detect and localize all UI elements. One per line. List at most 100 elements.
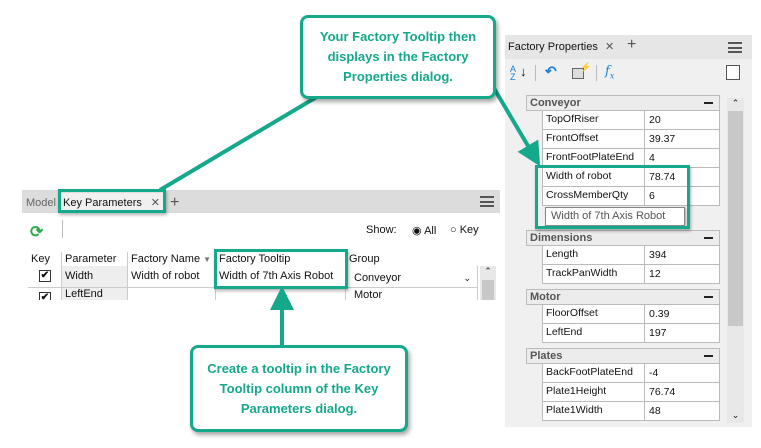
divider <box>535 65 536 81</box>
radio-key[interactable]: ○ Key <box>450 224 479 236</box>
group-header-conveyor[interactable]: Conveyor <box>526 95 720 111</box>
tab-key-parameters[interactable]: Key Parameters ✕ <box>60 193 164 213</box>
properties-sheet-icon[interactable] <box>726 65 740 80</box>
menu-icon[interactable] <box>480 196 494 207</box>
group-name: Conveyor <box>530 97 581 109</box>
scrollbar[interactable]: ⌃ <box>480 266 496 300</box>
tab-label: Factory Properties <box>508 41 598 53</box>
property-name: FrontOffset <box>546 132 599 144</box>
property-value[interactable]: 6 <box>644 187 721 205</box>
property-value[interactable]: 48 <box>644 402 721 420</box>
group-name: Dimensions <box>530 232 593 244</box>
property-value[interactable]: 4 <box>644 149 721 167</box>
close-icon[interactable]: ✕ <box>150 197 160 209</box>
column-factory-tooltip[interactable]: Factory Tooltip <box>216 252 346 266</box>
column-key[interactable]: Key <box>28 252 62 266</box>
factory-tooltip-cell[interactable] <box>216 288 346 300</box>
property-name: Length <box>546 248 579 260</box>
refresh-icon[interactable]: ⟳ <box>30 224 44 241</box>
property-name: Plate1Width <box>546 404 603 416</box>
property-row[interactable]: FloorOffset 0.39 <box>542 305 720 324</box>
property-row[interactable]: FrontFootPlateEnd 4 <box>542 149 720 168</box>
function-icon[interactable]: fx <box>605 64 615 81</box>
group-select[interactable]: Conveyor⌄ <box>346 266 478 288</box>
chevron-down-icon: ⌄ <box>463 273 471 283</box>
property-value[interactable]: 394 <box>644 246 721 264</box>
factory-name-cell[interactable] <box>128 288 216 300</box>
table-row-key-cell[interactable]: ✔ <box>28 266 62 288</box>
property-value[interactable]: 78.74 <box>644 168 721 186</box>
key-checkbox[interactable]: ✔ <box>39 270 51 282</box>
property-row[interactable]: Length 394 <box>542 246 720 265</box>
property-value[interactable]: 0.39 <box>644 305 721 323</box>
property-value[interactable]: 39.37 <box>644 130 721 148</box>
property-row[interactable]: TopOfRiser 20 <box>542 111 720 130</box>
group-header-plates[interactable]: Plates <box>526 348 720 364</box>
scroll-thumb[interactable] <box>728 111 743 326</box>
group-name: Motor <box>530 291 561 303</box>
group-header-motor[interactable]: Motor <box>526 289 720 305</box>
property-value[interactable]: 20 <box>644 111 721 129</box>
collapse-icon[interactable] <box>704 296 713 298</box>
property-name: FrontFootPlateEnd <box>546 151 635 163</box>
menu-icon[interactable] <box>728 42 742 53</box>
highlight-width-of-robot <box>535 165 690 229</box>
scroll-up-icon[interactable]: ⌃ <box>731 98 740 108</box>
key-checkbox[interactable]: ✔ <box>39 292 51 300</box>
add-tab-icon[interactable]: + <box>170 194 180 211</box>
arrow-to-tab <box>158 93 322 192</box>
group-header-dimensions[interactable]: Dimensions <box>526 230 720 246</box>
parameter-cell: LeftEnd <box>62 288 128 300</box>
callout-bottom: Create a tooltip in the Factory Tooltip … <box>190 345 408 432</box>
property-value[interactable]: 12 <box>644 265 721 283</box>
property-name: TopOfRiser <box>546 113 599 125</box>
tab-label: Key Parameters <box>63 197 142 209</box>
collapse-icon[interactable] <box>704 237 713 239</box>
divider <box>596 65 597 81</box>
column-label: Factory Name <box>131 253 201 265</box>
column-parameter[interactable]: Parameter <box>62 252 128 266</box>
sort-arrow-icon: ↓ <box>520 64 527 79</box>
sort-down-icon: ▼ <box>203 255 212 264</box>
radio-all[interactable]: ◉ All <box>412 225 437 237</box>
add-tab-icon[interactable]: + <box>627 36 637 53</box>
tab-factory-properties[interactable]: Factory Properties ✕ <box>508 40 614 53</box>
tab-bar: Factory Properties ✕ + <box>505 35 752 59</box>
undo-icon[interactable]: ↶ <box>545 63 557 79</box>
property-name: Width of robot <box>546 170 612 182</box>
group-name: Plates <box>530 350 563 362</box>
box-lightning-icon[interactable]: ⚡ <box>572 62 591 79</box>
property-value[interactable]: 197 <box>644 324 721 342</box>
property-row[interactable]: TrackPanWidth 12 <box>542 265 720 284</box>
property-row[interactable]: Plate1Width 48 <box>542 402 720 421</box>
close-icon[interactable]: ✕ <box>604 41 615 53</box>
property-row[interactable]: Width of robot 78.74 <box>542 168 720 187</box>
highlight-key-parameters-tab <box>58 189 166 213</box>
table-row-key-cell[interactable]: ✔ <box>28 288 62 300</box>
property-value[interactable]: -4 <box>644 364 721 382</box>
property-row[interactable]: BackFootPlateEnd-4 <box>542 364 720 383</box>
scrollbar[interactable]: ⌃ ⌄ <box>727 98 744 423</box>
scroll-thumb[interactable] <box>482 280 494 300</box>
divider <box>62 220 63 238</box>
property-row[interactable]: FrontOffset 39.37 <box>542 130 720 149</box>
property-value[interactable]: 76.74 <box>644 383 721 401</box>
property-name: FloorOffset <box>546 307 598 319</box>
radio-key-label: Key <box>459 224 479 236</box>
collapse-icon[interactable] <box>704 102 713 104</box>
scroll-down-icon[interactable]: ⌄ <box>731 410 740 420</box>
column-group[interactable]: Group <box>346 252 500 266</box>
collapse-icon[interactable] <box>704 355 713 357</box>
tab-model[interactable]: Model <box>26 197 56 209</box>
property-name: TrackPanWidth <box>546 267 618 279</box>
scroll-up-icon[interactable]: ⌃ <box>484 266 492 276</box>
column-factory-name[interactable]: Factory Name ▼ <box>128 252 216 266</box>
group-select[interactable]: Motor <box>346 288 478 300</box>
